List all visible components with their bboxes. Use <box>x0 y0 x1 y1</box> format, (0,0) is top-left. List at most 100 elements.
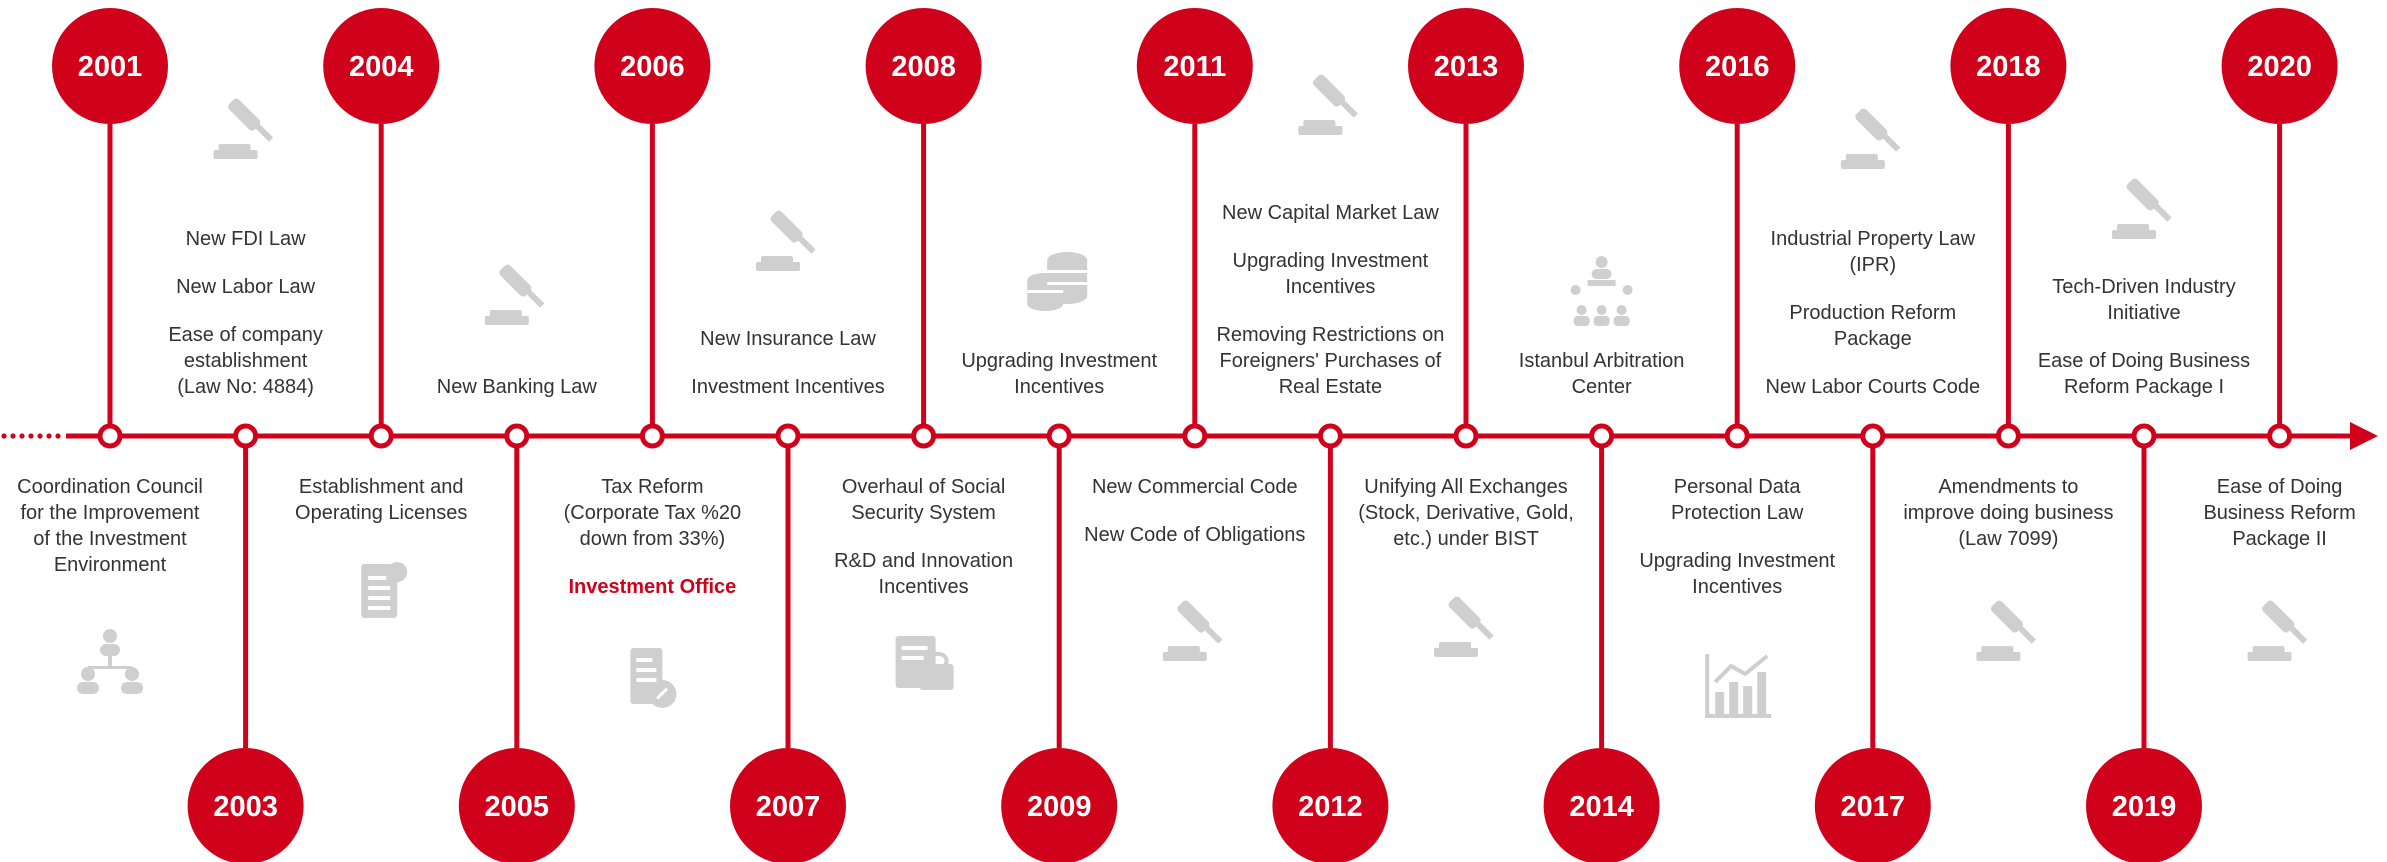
milestone-item: Upgrading Investment Incentives <box>961 350 1158 398</box>
document-lock-icon <box>893 634 956 692</box>
timeline-node <box>2267 423 2293 449</box>
milestone-item: New Labor Law <box>176 276 316 298</box>
year-circle <box>1543 748 1660 862</box>
milestone-2014-text: Istanbul Arbitration Center <box>1482 348 1722 400</box>
milestone-item: Industrial Property Law (IPR) <box>1770 228 1976 276</box>
year-badge-2008: 2008 <box>865 8 982 124</box>
coin-stack-icon <box>1027 252 1088 311</box>
year-label: 2009 <box>1027 791 1092 823</box>
arbitration-meeting-icon <box>1570 256 1633 326</box>
milestone-item: Tax Reform (Corporate Tax %20 down from … <box>563 476 742 550</box>
milestone-item: Istanbul Arbitration Center <box>1518 350 1685 398</box>
year-circle <box>1679 8 1796 124</box>
year-circle <box>1001 748 1118 862</box>
milestone-item: Investment Office <box>568 576 737 598</box>
year-label: 2006 <box>620 51 685 83</box>
timeline-dotted-start <box>1 433 61 439</box>
timeline-node <box>775 423 801 449</box>
year-badge-2004: 2004 <box>323 8 440 124</box>
milestone-item: Ease of Doing Business Reform Package I <box>2037 350 2251 398</box>
year-circle <box>1950 8 2067 124</box>
year-label: 2004 <box>349 51 414 83</box>
milestone-2001-text: Coordination Council for the Improvement… <box>0 474 230 578</box>
timeline-node <box>233 423 259 449</box>
growth-chart-icon <box>1703 652 1774 720</box>
year-circle <box>187 748 304 862</box>
year-label: 2020 <box>2247 51 2312 83</box>
timeline-node <box>1182 423 1208 449</box>
year-label: 2003 <box>213 791 278 823</box>
milestone-2013-text: Unifying All Exchanges (Stock, Derivativ… <box>1346 474 1586 552</box>
year-circle <box>865 8 982 124</box>
year-circle <box>2086 748 2202 862</box>
timeline-node <box>911 423 937 449</box>
year-badge-2005: 2005 <box>458 748 575 862</box>
timeline-node <box>1317 423 1343 449</box>
milestone-2006-text: Tax Reform (Corporate Tax %20 down from … <box>532 474 772 600</box>
year-label: 2019 <box>2112 791 2177 823</box>
milestone-item: New FDI Law <box>185 228 306 250</box>
year-badge-2007: 2007 <box>730 748 846 862</box>
year-badge-2018: 2018 <box>1950 8 2067 124</box>
year-label: 2017 <box>1841 791 1906 823</box>
year-badge-2013: 2013 <box>1408 8 1524 124</box>
timeline-node <box>368 423 394 449</box>
people-network-icon <box>77 629 143 694</box>
milestone-item: Unifying All Exchanges (Stock, Derivativ… <box>1358 476 1574 550</box>
gavel-icon <box>484 262 545 325</box>
milestone-item: New Commercial Code <box>1091 476 1298 498</box>
milestone-item: Overhaul of Social Security System <box>841 476 1006 524</box>
year-circle <box>458 748 575 862</box>
gavel-icon <box>2247 598 2308 661</box>
year-badge-2003: 2003 <box>187 748 304 862</box>
timeline-node <box>639 423 665 449</box>
year-label: 2007 <box>756 791 821 823</box>
year-circle <box>730 748 846 862</box>
year-circle <box>52 8 168 124</box>
year-badge-2019: 2019 <box>2086 748 2202 862</box>
year-badge-2020: 2020 <box>2221 8 2338 124</box>
milestone-item: Establishment and Operating Licenses <box>295 476 468 524</box>
year-badge-2014: 2014 <box>1543 748 1660 862</box>
timeline-node <box>1995 423 2021 449</box>
gavel-icon <box>1162 598 1223 661</box>
year-circle <box>2221 8 2338 124</box>
timeline-node <box>1589 423 1615 449</box>
milestone-item: Tech-Driven Industry Initiative <box>2052 276 2236 324</box>
timeline-node <box>2131 423 2157 449</box>
year-label: 2008 <box>891 51 956 83</box>
milestone-item: Coordination Council for the Improvement… <box>17 476 203 576</box>
year-circle <box>1136 8 1253 124</box>
milestone-item: Ease of company establishment (Law No: 4… <box>168 324 323 398</box>
year-label: 2018 <box>1976 51 2041 83</box>
year-badge-2016: 2016 <box>1679 8 1796 124</box>
milestone-2018-text: Amendments to improve doing business (La… <box>1888 474 2128 552</box>
milestone-item: R&D and Innovation Incentives <box>834 550 1014 598</box>
milestone-item: Upgrading Investment Incentives <box>1639 550 1836 598</box>
milestone-2009-text: Upgrading Investment Incentives <box>939 348 1179 400</box>
year-circle <box>594 8 711 124</box>
year-label: 2011 <box>1163 51 1226 83</box>
milestone-item: Removing Restrictions on Foreigners' Pur… <box>1216 324 1445 398</box>
year-label: 2014 <box>1569 791 1634 823</box>
milestone-2005-text: New Banking Law <box>397 374 637 400</box>
gavel-icon <box>1976 598 2036 661</box>
gavel-icon <box>1298 72 1358 135</box>
milestone-2017-text: Industrial Property Law (IPR) Production … <box>1753 226 1993 400</box>
timeline-arrowhead <box>2350 422 2378 450</box>
tax-document-icon <box>630 648 677 708</box>
year-label: 2001 <box>78 51 143 83</box>
milestone-item: Production Reform Package <box>1789 302 1957 350</box>
milestone-item: New Code of Obligations <box>1084 524 1306 546</box>
timeline-node <box>1453 423 1479 449</box>
year-badge-2006: 2006 <box>594 8 711 124</box>
timeline-node <box>1046 423 1072 449</box>
milestone-item: Amendments to improve doing business (La… <box>1903 476 2114 550</box>
